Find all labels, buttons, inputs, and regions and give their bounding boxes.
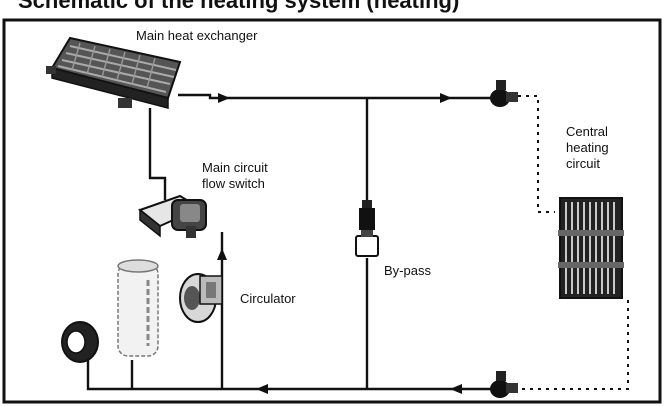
diagram-frame bbox=[2, 18, 662, 404]
flow-switch-icon bbox=[137, 194, 207, 238]
expansion-vessel-icon bbox=[117, 259, 159, 357]
circulator-icon bbox=[179, 273, 223, 323]
label-flow-switch-line2: flow switch bbox=[202, 176, 265, 191]
label-central-heating-line1: Central bbox=[566, 124, 608, 139]
label-circulator: Circulator bbox=[240, 291, 296, 306]
label-main-heat-exchanger: Main heat exchanger bbox=[136, 28, 258, 43]
return-pipe-bottom bbox=[86, 360, 492, 391]
label-central-heating-line3: circuit bbox=[566, 156, 600, 171]
return-valve-icon bbox=[490, 371, 518, 398]
dashed-flow-line bbox=[518, 95, 555, 213]
arrow-riser bbox=[217, 248, 227, 260]
dashed-return-line bbox=[518, 300, 629, 390]
pipe-exchanger-to-switch bbox=[148, 108, 167, 200]
flow-pipe-top bbox=[178, 93, 492, 100]
arrow-top-1 bbox=[218, 93, 230, 103]
heat-exchanger-icon bbox=[46, 36, 182, 109]
bypass-valve-icon bbox=[355, 200, 379, 257]
flow-valve-icon bbox=[490, 80, 518, 107]
pressure-gauge-icon bbox=[61, 321, 99, 363]
label-bypass: By-pass bbox=[384, 263, 431, 278]
arrow-top-2 bbox=[440, 93, 452, 103]
radiator-icon bbox=[558, 197, 624, 299]
arrow-bottom-1 bbox=[256, 384, 268, 394]
arrow-bottom-2 bbox=[450, 384, 462, 394]
label-central-heating-line2: heating bbox=[566, 140, 609, 155]
label-flow-switch-line1: Main circuit bbox=[202, 160, 268, 175]
caption-top: Schematic of the heating system (heating… bbox=[18, 0, 459, 13]
